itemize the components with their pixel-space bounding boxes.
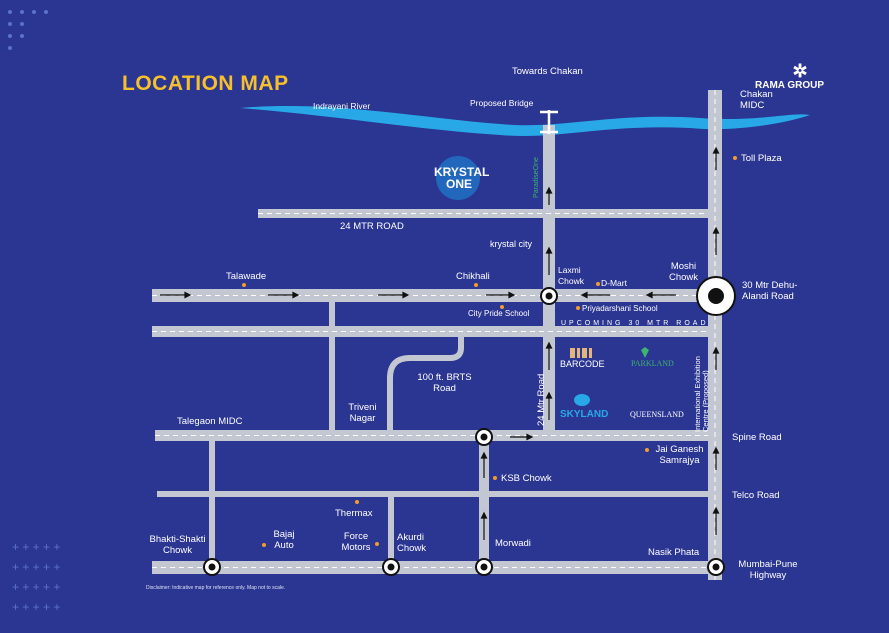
- label-laxmi-chowk: Laxmi Chowk: [558, 265, 584, 286]
- label-morwadi: Morwadi: [495, 538, 531, 549]
- label-spine-road: Spine Road: [732, 432, 782, 443]
- svg-text:+ + + + +: + + + + +: [12, 540, 60, 554]
- label-telco-road: Telco Road: [732, 490, 780, 501]
- brts-road: [387, 337, 464, 431]
- svg-text:+ + + + +: + + + + +: [12, 600, 60, 614]
- label-international-exhibition-centre: International Exhibition Centre (Propose…: [693, 356, 710, 432]
- parkland-logo: PARKLAND: [631, 359, 674, 368]
- indrayani-river: [240, 105, 810, 136]
- bridge-icon: [540, 110, 558, 134]
- krystal-one-halo: [436, 156, 480, 200]
- parkland-icon: [641, 347, 649, 358]
- svg-text:+ + + + +: + + + + +: [12, 560, 60, 574]
- label-triveni-nagar: Triveni Nagar: [348, 402, 377, 424]
- decor-plus: + + + + + + + + + + + + + + + + + + + +: [12, 540, 60, 614]
- rama-group-logo: ✲RAMA GROUP: [755, 61, 825, 91]
- label-nasik-phata: Nasik Phata: [648, 547, 700, 558]
- label-mumbai-pune-highway: Mumbai-Pune Highway: [738, 559, 798, 581]
- label-thermax: Thermax: [335, 508, 373, 519]
- label-akurdi-chowk: Akurdi Chowk: [397, 532, 427, 554]
- label-jai-ganesh-samrajya: Jai Ganesh Samrajya: [655, 444, 704, 466]
- lane-markings: [152, 90, 716, 580]
- label-24-mtr-road-vertical: 24 Mtr Road: [536, 373, 547, 426]
- svg-text:+ + + + +: + + + + +: [12, 580, 60, 594]
- label-24-mtr-road: 24 MTR ROAD: [340, 221, 404, 232]
- page-title: LOCATION MAP: [122, 72, 289, 95]
- queensland-logo: QUEENSLAND: [630, 410, 684, 419]
- label-proposed-bridge: Proposed Bridge: [470, 98, 534, 108]
- label-toll-plaza: Toll Plaza: [741, 153, 782, 164]
- skyland-logo: SKYLAND: [560, 409, 609, 420]
- label-chakan-midc: Chakan MIDC: [740, 89, 773, 111]
- label-ksb-chowk: KSB Chowk: [501, 473, 552, 484]
- label-dehu-alandi-road: 30 Mtr Dehu-Alandi Road: [742, 280, 798, 302]
- label-bhakti-shakti-chowk: Bhakti-Shakti Chowk: [149, 534, 206, 556]
- label-indrayani-river: Indrayani River: [313, 101, 371, 111]
- label-city-pride-school: City Pride School: [468, 309, 530, 318]
- direction-arrows: [160, 146, 720, 540]
- label-towards-chakan: Towards Chakan: [512, 66, 583, 77]
- skyland-icon: [574, 394, 590, 406]
- label-talegaon-midc: Talegaon MIDC: [177, 416, 243, 427]
- krystal-city-logo: krystal city: [490, 239, 533, 249]
- krystal-one-logo: KRYSTAL ONE: [434, 165, 490, 191]
- label-bajaj-auto: Bajaj Auto: [273, 529, 295, 551]
- label-d-mart: D-Mart: [601, 278, 627, 288]
- disclaimer: Disclaimer: Indicative map for reference…: [146, 585, 286, 591]
- paradise-one-logo: ParadiseOne: [533, 157, 540, 198]
- logo-icon: ✲: [792, 61, 808, 81]
- barcode-logo: BARCODE: [560, 359, 605, 369]
- label-chikhali: Chikhali: [456, 271, 490, 282]
- decor-dots: [8, 10, 48, 50]
- label-priyadarshani-school: Priyadarshani School: [582, 304, 658, 313]
- roads: [152, 90, 722, 580]
- label-force-motors: Force Motors: [341, 531, 371, 553]
- label-talawade: Talawade: [226, 271, 267, 282]
- barcode-icon: [570, 348, 592, 358]
- label-moshi-chowk: Moshi Chowk: [668, 261, 699, 283]
- label-brts-road: 100 ft. BRTS Road: [417, 372, 472, 394]
- label-upcoming-30-mtr-road: UPCOMING 30 MTR ROAD: [561, 320, 709, 327]
